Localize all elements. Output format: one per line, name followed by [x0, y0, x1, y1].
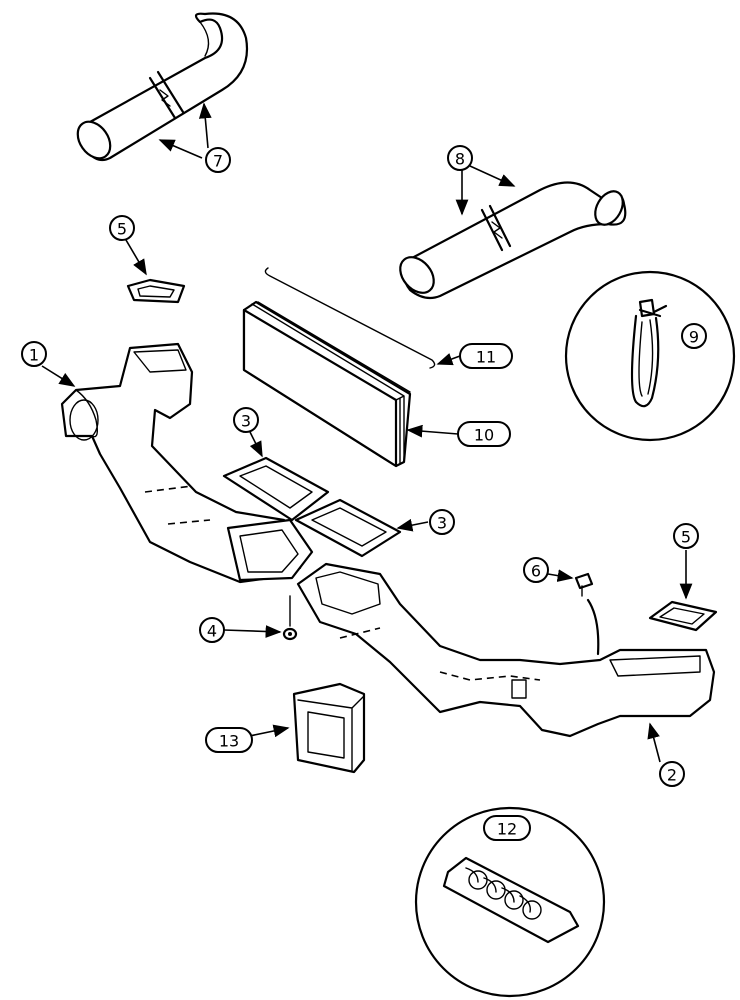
callout-4: 4: [199, 617, 225, 643]
gasket-part-3-lower: [294, 498, 402, 558]
callout-10: 10: [457, 421, 511, 447]
svg-text:3: 3: [241, 412, 251, 431]
callout-7: 7: [205, 147, 231, 173]
nut-part-4: [282, 595, 298, 641]
filter-part-10: [242, 300, 412, 468]
callout-3-lower: 3: [429, 509, 455, 535]
gasket-part-5-left: [126, 278, 186, 304]
svg-text:3: 3: [437, 514, 447, 533]
callout-2: 2: [659, 761, 685, 787]
wire-part-11: [264, 267, 436, 369]
svg-text:9: 9: [689, 328, 699, 347]
svg-text:8: 8: [455, 150, 465, 169]
clamp-detail-part-9: [564, 270, 736, 442]
callout-12: 12: [483, 815, 531, 841]
svg-text:7: 7: [213, 152, 223, 171]
grille-detail-part-12: [414, 806, 606, 998]
box-part-13: [292, 682, 366, 774]
callout-9: 9: [681, 323, 707, 349]
callout-8: 8: [447, 145, 473, 171]
leader-lines: [41, 102, 693, 763]
hose-part-7: [76, 12, 248, 162]
svg-text:5: 5: [117, 220, 127, 239]
svg-text:6: 6: [531, 562, 541, 581]
gasket-part-3-upper: [222, 456, 330, 522]
svg-text:11: 11: [476, 348, 496, 367]
svg-text:1: 1: [29, 346, 39, 365]
hose-part-8: [399, 181, 627, 300]
svg-text:13: 13: [219, 732, 239, 751]
svg-text:12: 12: [497, 820, 517, 839]
callout-3-upper: 3: [233, 407, 259, 433]
svg-text:2: 2: [667, 766, 677, 785]
duct-assembly: [60, 342, 716, 738]
svg-text:5: 5: [681, 528, 691, 547]
svg-text:10: 10: [474, 426, 494, 445]
callout-5-left: 5: [109, 215, 135, 241]
callout-13: 13: [205, 727, 253, 753]
gasket-part-5-right: [648, 600, 718, 632]
callout-6: 6: [523, 557, 549, 583]
bolt-part-6: [574, 572, 600, 656]
callout-1: 1: [21, 341, 47, 367]
callout-11: 11: [459, 343, 513, 369]
svg-text:4: 4: [207, 622, 217, 641]
callout-5-right: 5: [673, 523, 699, 549]
